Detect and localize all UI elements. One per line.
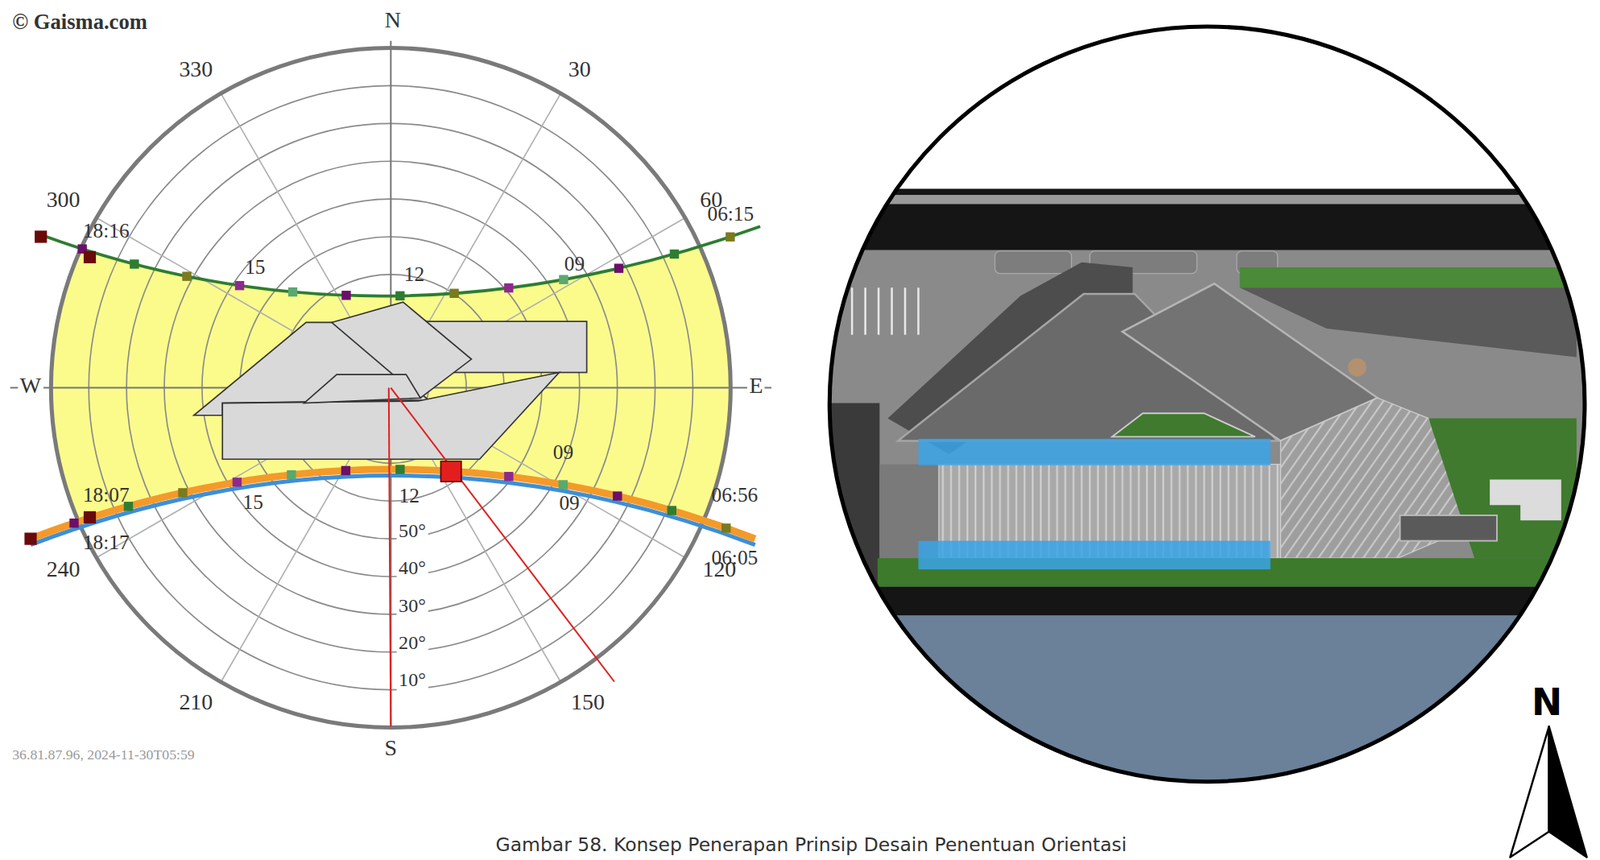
hour-marker [669, 249, 679, 259]
hour-marker [232, 477, 242, 487]
time-label: 15 [244, 255, 265, 279]
end-marker [83, 511, 96, 524]
hour-marker [235, 281, 244, 290]
azimuth-label: 150 [568, 688, 607, 716]
time-label: 09 [558, 491, 579, 515]
hour-marker [288, 287, 298, 297]
azimuth-label: 300 [44, 186, 83, 214]
hour-marker [177, 487, 187, 497]
hour-marker [612, 491, 622, 501]
hour-marker [725, 231, 735, 241]
hour-marker [558, 274, 568, 284]
azimuth-label: W [17, 372, 43, 400]
hour-marker [504, 471, 513, 481]
time-label: 06:56 [711, 483, 759, 507]
time-label: 18:07 [82, 483, 130, 507]
sun-path-chart [10, 41, 772, 730]
hour-marker [721, 523, 731, 533]
time-label: 12 [398, 483, 419, 508]
footer-note: 36.81.87.96, 2024-11-30T05:59 [12, 747, 195, 764]
hour-marker [504, 283, 513, 293]
hour-marker [286, 470, 296, 480]
time-label: 15 [243, 490, 264, 514]
hour-marker [558, 479, 568, 489]
hour-marker [449, 289, 459, 298]
hour-marker [667, 505, 677, 515]
azimuth-label: 240 [44, 556, 83, 583]
azimuth-label: S [382, 734, 400, 761]
azimuth-label: 330 [177, 56, 215, 83]
azimuth-label: 30 [566, 56, 593, 83]
time-label: 18:16 [82, 219, 130, 243]
hour-marker [395, 464, 405, 474]
time-label: 09 [564, 252, 585, 277]
hour-marker [181, 271, 191, 281]
altitude-label: 10° [396, 668, 429, 691]
time-label: 18:17 [82, 531, 130, 555]
time-label: 09 [553, 440, 574, 464]
azimuth-label: 210 [177, 688, 215, 716]
watermark: © Gaisma.com [12, 9, 148, 36]
hour-marker [341, 290, 351, 300]
site-plan [816, 0, 1600, 860]
hour-marker [129, 259, 139, 269]
altitude-label: 20° [396, 631, 429, 654]
hour-marker [614, 263, 624, 273]
time-label: 12 [404, 262, 425, 286]
end-marker [83, 251, 96, 264]
time-label: 06:05 [711, 546, 759, 571]
azimuth-label: N [382, 7, 403, 34]
hour-marker [69, 518, 79, 528]
north-label: N [1531, 681, 1563, 724]
end-marker [24, 532, 37, 545]
end-marker [34, 230, 47, 243]
hour-marker [395, 291, 405, 301]
azimuth-label: E [747, 372, 765, 400]
altitude-label: 40° [396, 557, 429, 580]
north-arrow [1509, 726, 1587, 857]
altitude-label: 30° [396, 595, 429, 618]
altitude-label: 50° [396, 519, 429, 542]
hour-marker [341, 466, 351, 476]
figure-caption: Gambar 58. Konsep Penerapan Prinsip Desa… [496, 834, 1128, 856]
time-label: 06:15 [706, 202, 754, 227]
